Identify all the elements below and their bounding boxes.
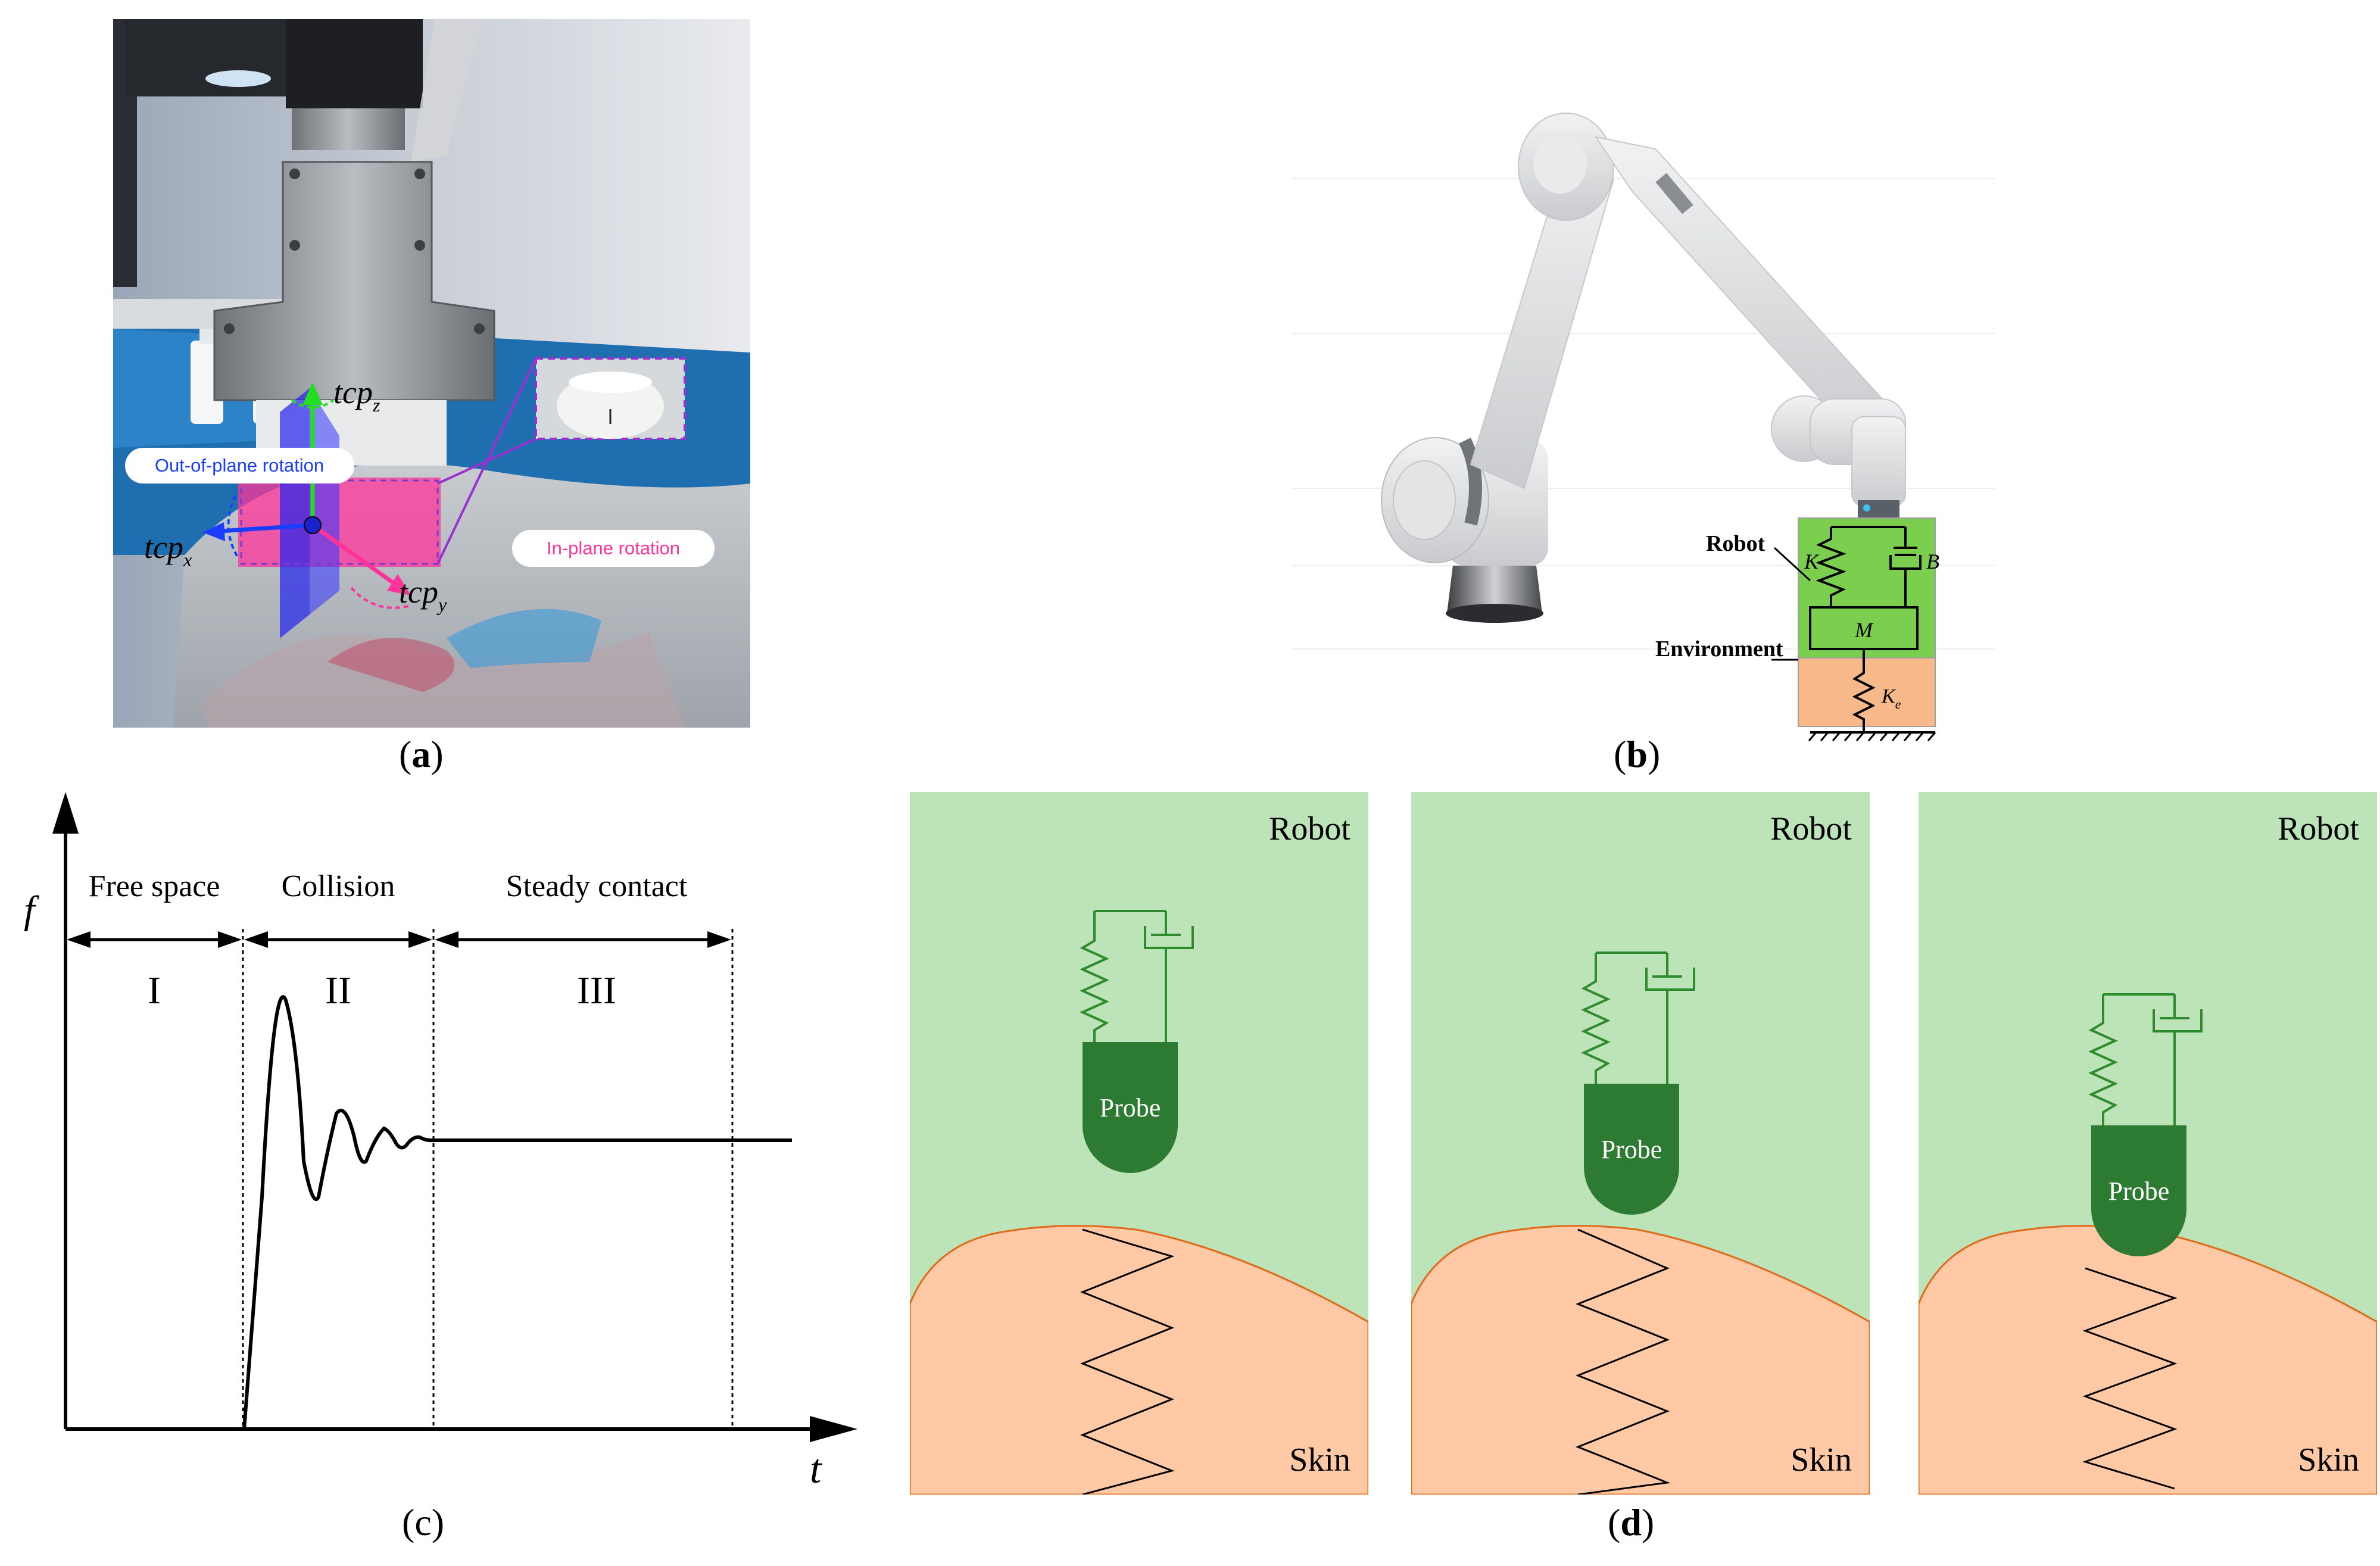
tcp-y-label: tcpy [399, 574, 447, 615]
panel-a-photo: tcpz tcpx tcpy Out-of-plane rotation In-… [113, 19, 750, 728]
panel-b-robot: K B M Ke Robot Environment [1292, 113, 1995, 741]
panel-d-stage-2: Probe Robot Skin [1411, 792, 1870, 1495]
probe-label: Probe [1601, 1135, 1662, 1164]
phase-numeral-3: III [577, 969, 616, 1012]
skin-label: Skin [2298, 1442, 2359, 1478]
robot-model-box [1798, 517, 1936, 659]
robot-label: Robot [1770, 810, 1852, 847]
environment-box [1798, 657, 1936, 727]
in-plane-label: In-plane rotation [547, 538, 680, 559]
caption-b: (b) [1614, 733, 1661, 775]
panel-c-graph: f t Free space Collision Steady contact … [24, 792, 857, 1492]
m-label: M [1854, 618, 1874, 642]
panel-d-stage-3: Probe Robot Skin [1919, 792, 2377, 1495]
skin-label: Skin [1289, 1442, 1350, 1478]
caption-c: (c) [402, 1501, 445, 1543]
phase-title-1: Free space [89, 869, 220, 903]
tcp-origin [304, 516, 322, 534]
caption-d: (d) [1608, 1501, 1655, 1543]
panel-d-stage-1: Probe Robot Skin [910, 792, 1368, 1495]
phase-numeral-2: II [325, 969, 351, 1012]
phase-title-3: Steady contact [506, 869, 688, 903]
environment-label: Environment [1655, 637, 1783, 662]
probe-label: Probe [1100, 1093, 1161, 1122]
y-axis-label: f [24, 888, 39, 932]
k-label: K [1804, 550, 1820, 573]
tcp-x-axis [202, 495, 313, 559]
tcp-x-label: tcpx [144, 529, 192, 570]
out-of-plane-label: Out-of-plane rotation [155, 455, 324, 476]
tcp-y-axis [311, 523, 411, 609]
phase-numeral-1: I [148, 969, 161, 1012]
probe-label: Probe [2108, 1177, 2170, 1206]
b-label: B [1926, 550, 1939, 573]
robot-label: Robot [1269, 810, 1350, 847]
phase-title-2: Collision [282, 869, 395, 903]
x-axis-label: t [810, 1446, 822, 1492]
tcp-z-label: tcpz [333, 375, 380, 416]
force-curve [242, 995, 792, 1430]
robot-label: Robot [1706, 531, 1765, 556]
ke-label: Ke [1881, 685, 1901, 712]
caption-a: (a) [399, 733, 444, 775]
robot-label: Robot [2278, 810, 2359, 847]
skin-label: Skin [1791, 1442, 1852, 1478]
